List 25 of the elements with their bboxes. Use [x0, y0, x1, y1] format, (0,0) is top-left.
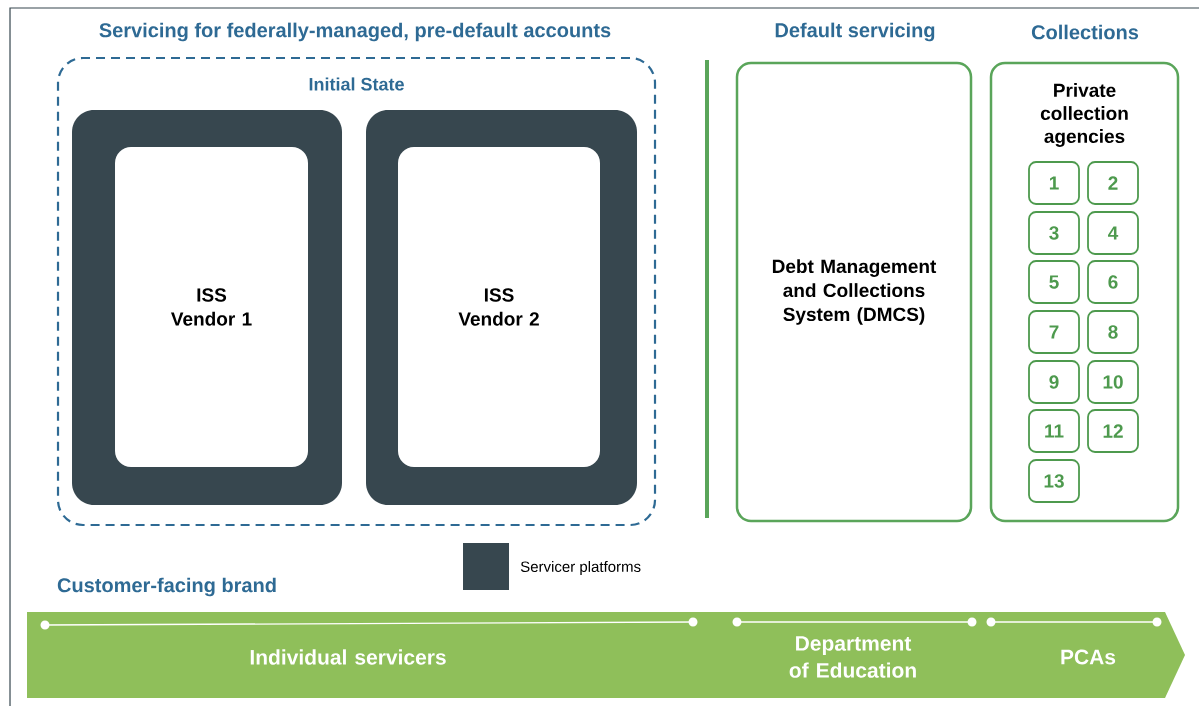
- number-box: 4: [1087, 211, 1139, 255]
- number-box: 10: [1087, 360, 1139, 404]
- number-box: 13: [1028, 459, 1080, 503]
- number-box: 11: [1028, 409, 1080, 453]
- number-box: 9: [1028, 360, 1080, 404]
- number-box: 3: [1028, 211, 1080, 255]
- section-heading: Default servicing: [775, 22, 935, 42]
- number-box: 8: [1087, 310, 1139, 354]
- number-box: 6: [1087, 260, 1139, 304]
- band-label: PCAs: [1061, 649, 1116, 665]
- number-box: 12: [1087, 409, 1139, 453]
- number-box: 7: [1028, 310, 1080, 354]
- panel-title: Private collection agencies: [1040, 83, 1128, 147]
- group-title: Initial State: [309, 77, 404, 91]
- band-label: Individual servicers: [250, 649, 446, 665]
- number-box: 2: [1087, 161, 1139, 205]
- number-box: 1: [1028, 161, 1080, 205]
- section-heading: Servicing for federally-managed, pre-default accounts: [99, 22, 611, 42]
- number-box: 5: [1028, 260, 1080, 304]
- text-box: ISS Vendor 1: [115, 147, 308, 467]
- section-heading: Collections: [1031, 24, 1139, 40]
- text-box: ISS Vendor 2: [398, 147, 600, 467]
- legend-label: Servicer platforms: [520, 561, 641, 575]
- band-label: Department of Education: [789, 636, 916, 678]
- system-box: Debt Management and Collections System (DMCS): [735, 61, 973, 523]
